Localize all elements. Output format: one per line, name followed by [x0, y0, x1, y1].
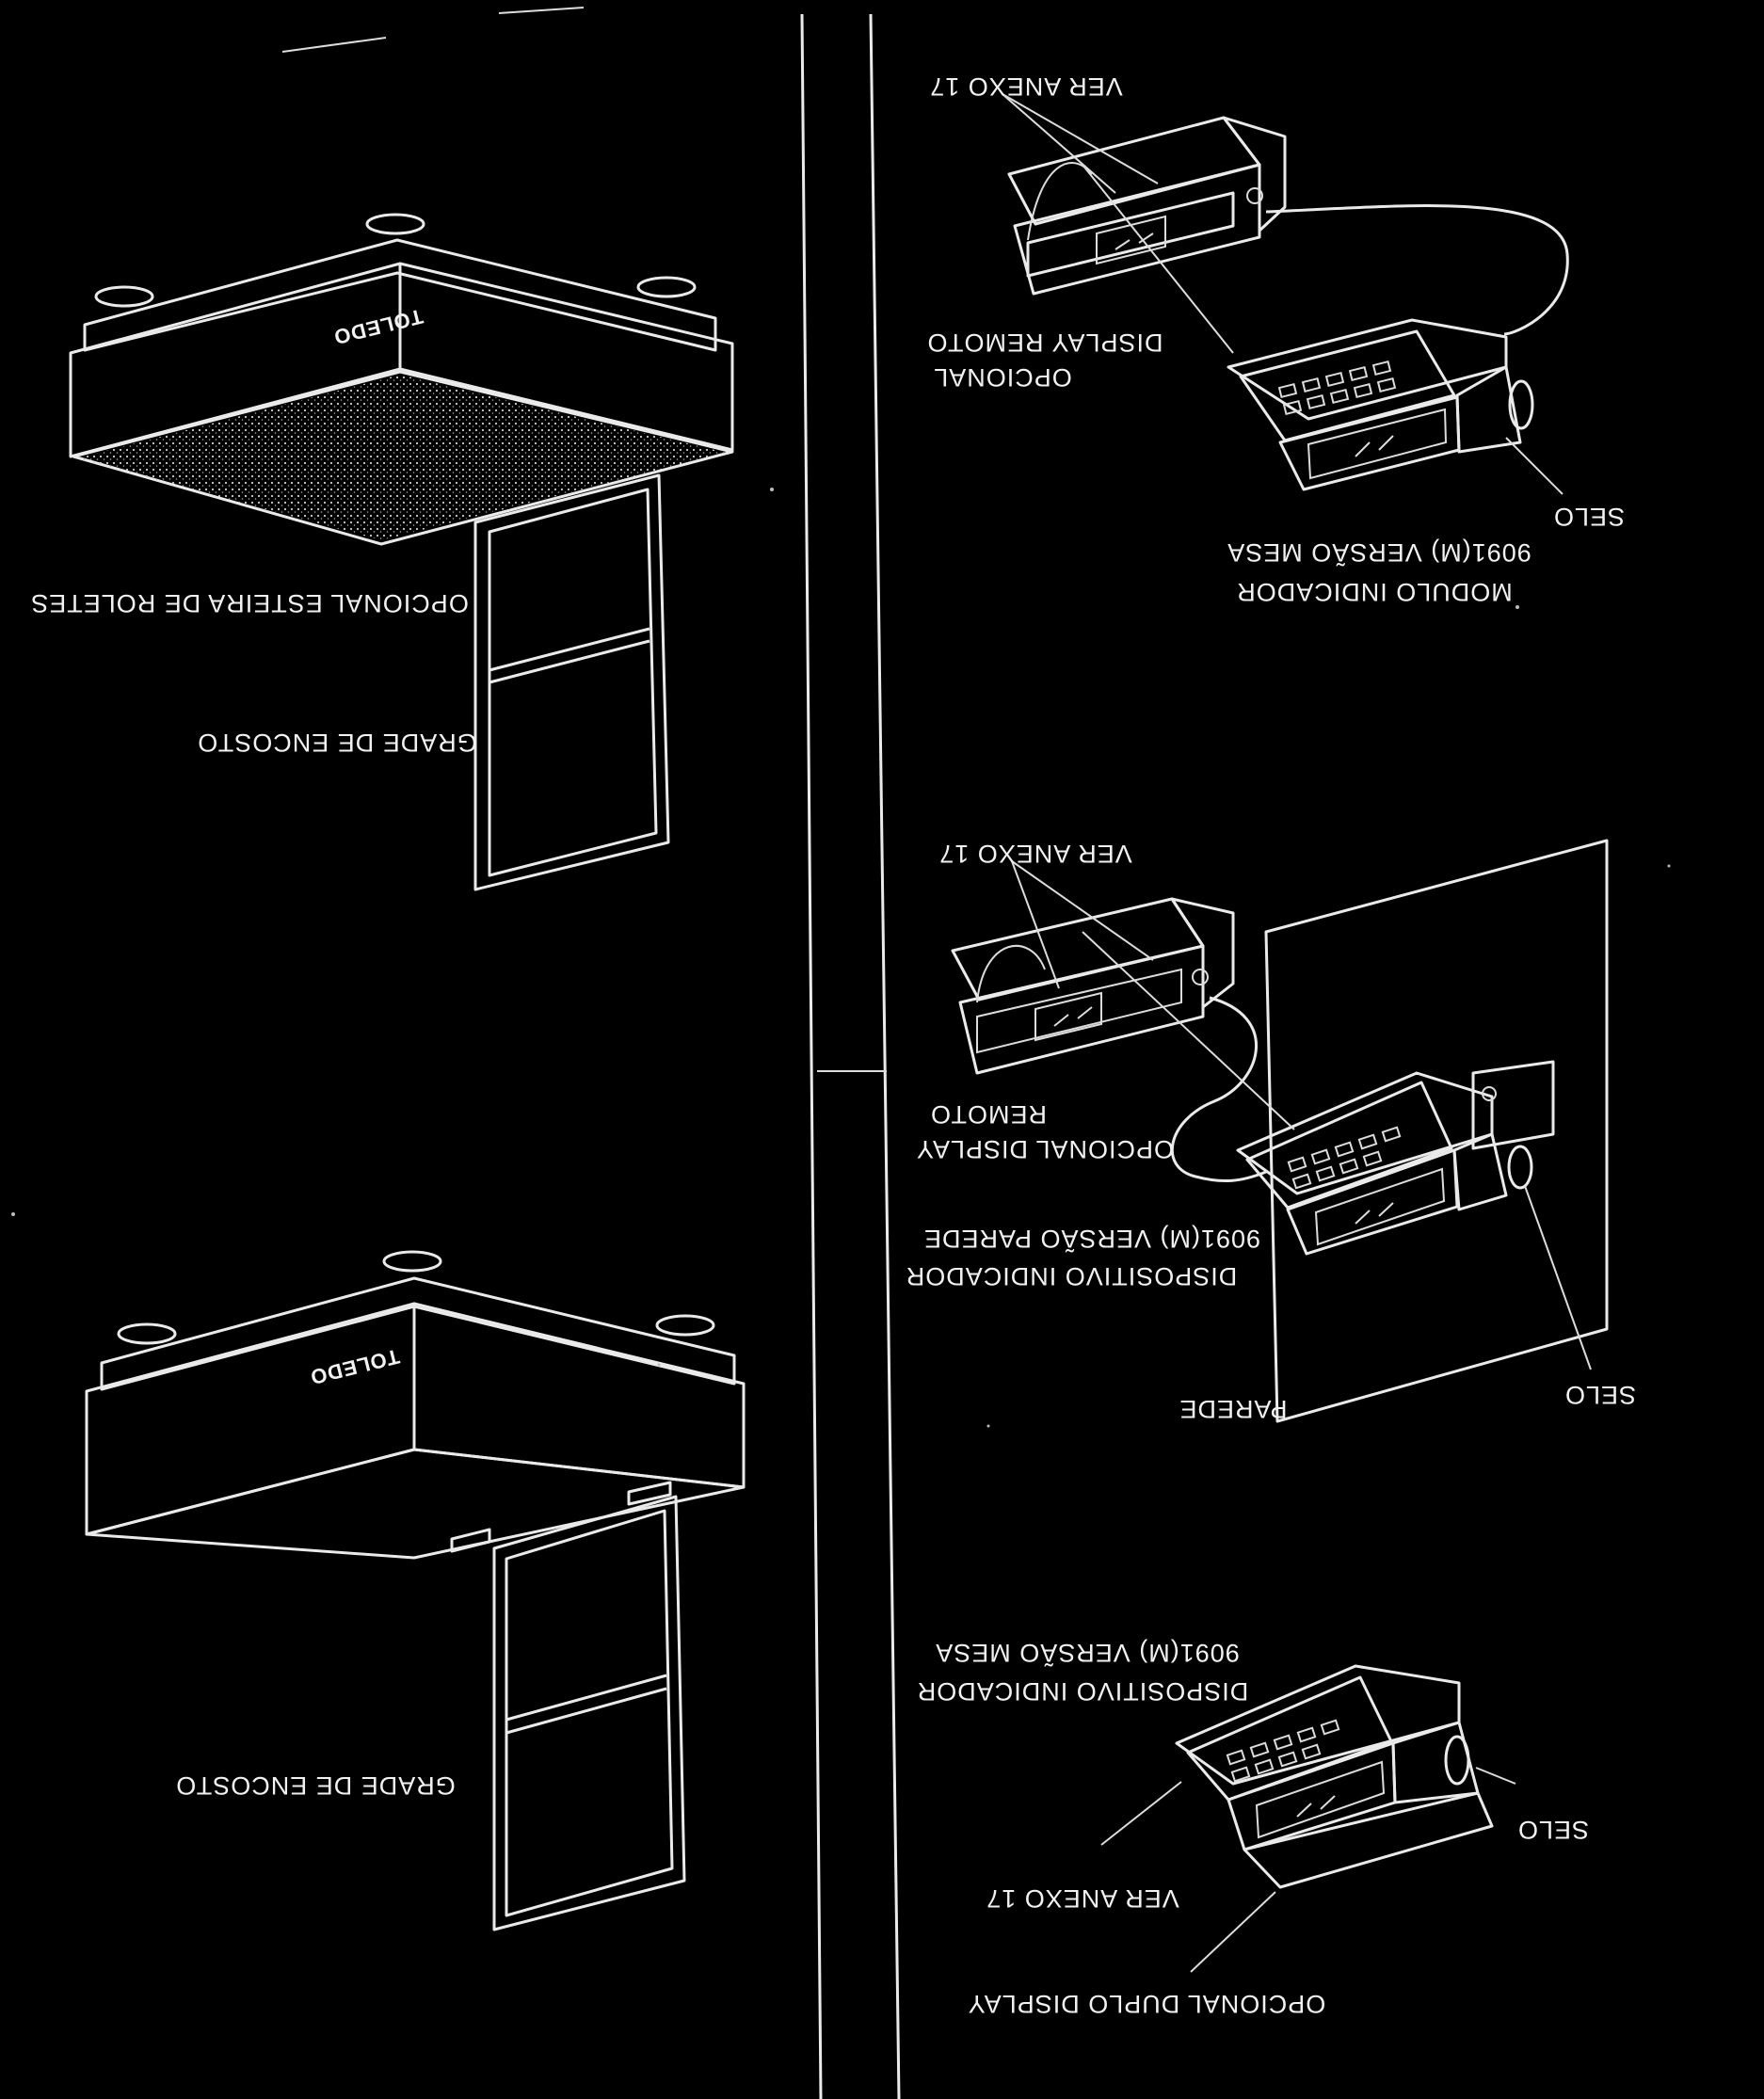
label-remoto: REMOTO	[930, 1100, 1047, 1129]
brand-logo-top: TOLEDO	[331, 304, 425, 349]
label-duplo-display: OPCIONAL DUPLO DISPLAY	[968, 1990, 1326, 2018]
label-opcional-display: OPCIONAL DISPLAY	[916, 1135, 1174, 1163]
label-versao-mesa-top: 9091(M) VERSÃO MESA	[1227, 538, 1531, 568]
pointer-lines-top	[1002, 93, 1564, 495]
indicator-module-table	[1227, 318, 1534, 491]
remote-display-middle	[951, 897, 1235, 1075]
label-selo-middle: SELO	[1564, 1381, 1636, 1409]
remote-cable-middle	[1170, 996, 1267, 1182]
remote-display-top	[1007, 116, 1287, 296]
label-ver-anexo-middle: VER ANEXO 17	[938, 840, 1132, 868]
labels-bottom-left: GRADE DE ENCOSTO	[175, 1771, 456, 1800]
label-grade-top: GRADE DE ENCOSTO	[197, 729, 477, 757]
brand-logo-bottom: TOLEDO	[308, 1344, 402, 1389]
pointer-lines-bottom	[1100, 1767, 1516, 1973]
label-versao-parede: 9091(M) VERSÃO PAREDE	[923, 1225, 1260, 1254]
label-dispositivo-indicador-bottom: DISPOSITIVO INDICADOR	[917, 1677, 1249, 1706]
label-selo-bottom: SELO	[1517, 1816, 1589, 1844]
label-ver-anexo-top: VER ANEXO 17	[929, 72, 1123, 101]
remote-cable-top	[1265, 204, 1569, 336]
labels-top-left: OPCIONAL ESTEIRA DE ROLETES GRADE DE ENC…	[30, 589, 477, 757]
panel-divider	[281, 7, 901, 2099]
label-selo-top: SELO	[1553, 503, 1625, 531]
backrest-grid-top	[473, 473, 670, 891]
label-dispositivo-indicador-middle: DISPOSITIVO INDICADOR	[906, 1262, 1238, 1290]
label-grade-bottom: GRADE DE ENCOSTO	[175, 1771, 456, 1800]
label-modulo-indicador: MODULO INDICADOR	[1236, 578, 1513, 606]
scale-platform-top: TOLEDO	[69, 213, 734, 891]
labels-middle-right: VER ANEXO 17 REMOTO OPCIONAL DISPLAY 909…	[906, 840, 1636, 1423]
scan-noise	[11, 488, 1671, 1428]
pointer-lines-middle	[1011, 860, 1592, 1370]
labels-bottom-right: 9091(M) VERSÃO MESA DISPOSITIVO INDICADO…	[917, 1639, 1589, 2018]
indicator-wall	[1236, 1060, 1555, 1256]
label-parede: PAREDE	[1179, 1395, 1287, 1423]
label-esteira: OPCIONAL ESTEIRA DE ROLETES	[30, 589, 469, 617]
wall-panel	[1264, 839, 1609, 1423]
label-versao-mesa-bottom: 9091(M) VERSÃO MESA	[935, 1639, 1240, 1668]
label-ver-anexo-bottom: VER ANEXO 17	[986, 1884, 1179, 1913]
labels-top-right: VER ANEXO 17 DISPLAY REMOTO OPCIONAL SEL…	[926, 72, 1625, 606]
backrest-grid-bottom	[492, 1495, 686, 1931]
indicator-table-bottom	[1175, 1664, 1494, 1889]
label-opcional-top: OPCIONAL	[933, 363, 1072, 392]
label-display-remoto: DISPLAY REMOTO	[926, 328, 1163, 357]
scale-platform-bottom: TOLEDO	[85, 1250, 746, 1931]
